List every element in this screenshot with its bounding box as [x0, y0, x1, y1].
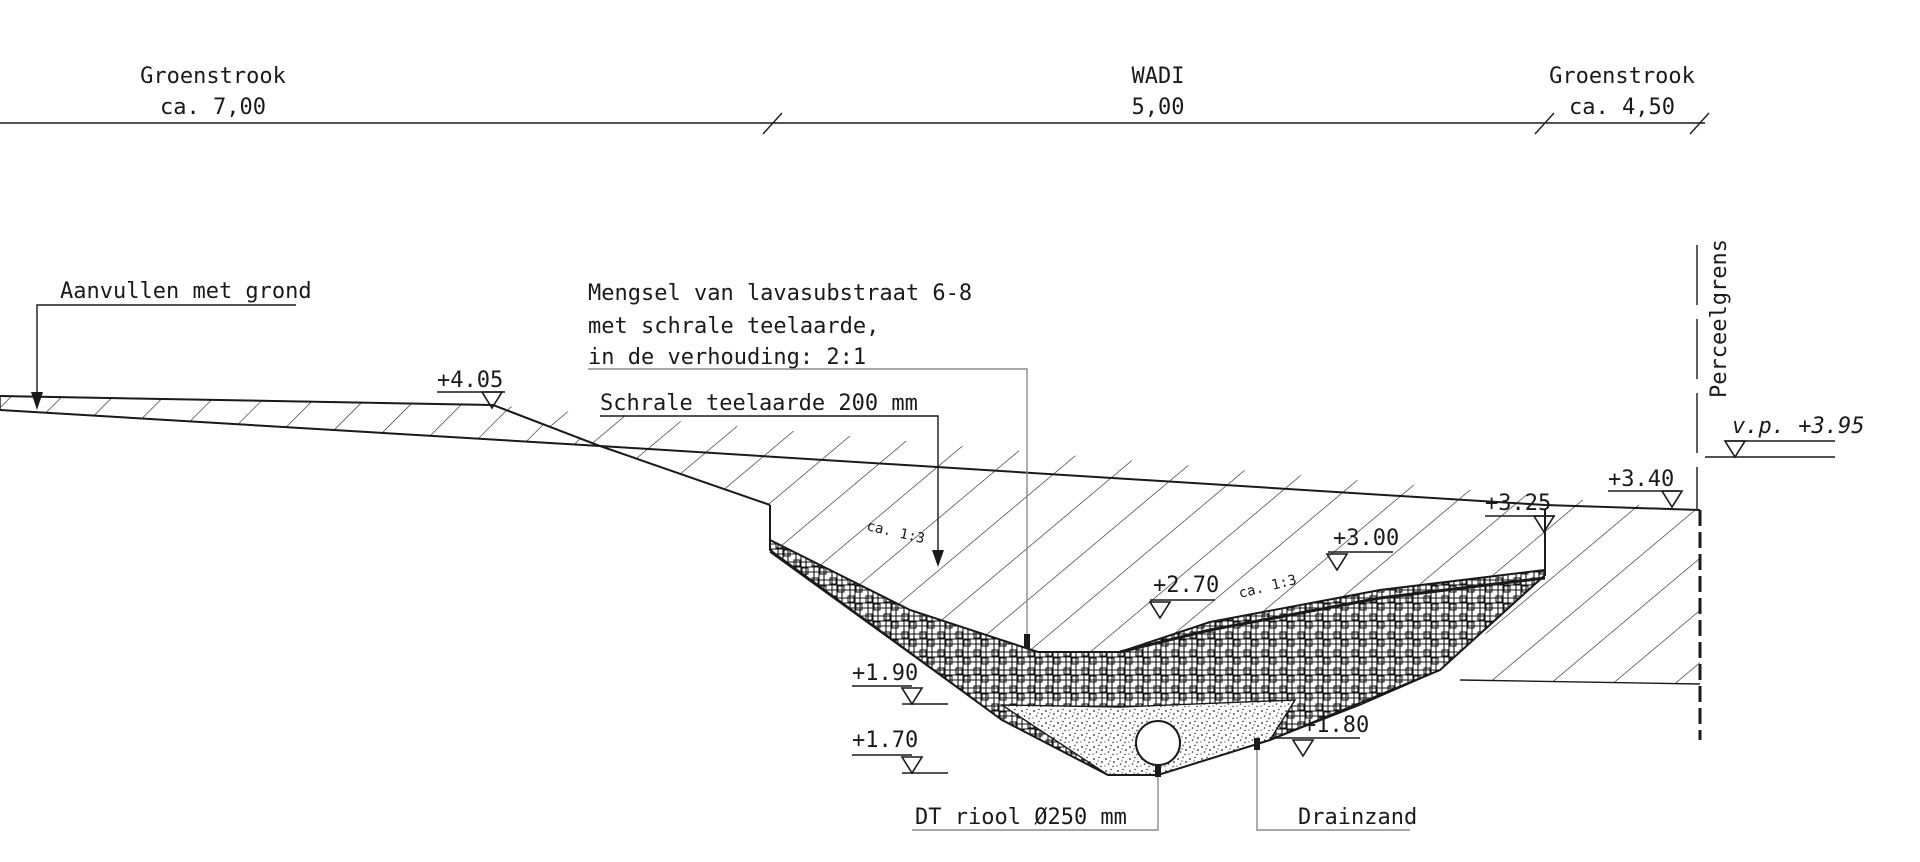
ground-surface-left [0, 395, 771, 506]
annotation-topsoil: Schrale teelaarde 200 mm [600, 391, 944, 567]
level-triangle-icon [1148, 601, 1172, 620]
level-marker-vp: v.p. +3.95 [1705, 414, 1864, 459]
sewer-leader [912, 765, 1159, 831]
fill-soil-right [1460, 510, 1700, 684]
sewer-leader-marker [1155, 765, 1161, 777]
level-marker-170: +1.70 [852, 728, 948, 775]
level-triangle-icon [480, 391, 504, 410]
level-270-label: +2.70 [1153, 573, 1219, 598]
dimension-left-name: Groenstrook [140, 64, 286, 89]
level-triangle-icon [1723, 440, 1747, 459]
dimension-line: Groenstrook ca. 7,00 WADI 5,00 Groenstro… [0, 64, 1710, 135]
right-body-bottom [1459, 679, 1701, 685]
level-340-label: +3.40 [1608, 467, 1674, 492]
topsoil-leader [600, 415, 939, 560]
level-triangle-icon [1325, 553, 1349, 572]
mixture-line-2: met schrale teelaarde, [588, 314, 879, 339]
arrow-icon [932, 550, 944, 567]
dimension-middle-name: WADI [1132, 64, 1185, 89]
level-marker-300: +3.00 [1325, 526, 1399, 572]
level-triangle-icon [900, 756, 924, 775]
mixture-leader-marker [1024, 634, 1030, 648]
sewer-label: DT riool Ø250 mm [915, 805, 1127, 830]
annotation-fill-with-soil: Aanvullen met grond [31, 279, 312, 410]
ground-surface-lower-left [0, 409, 601, 447]
property-boundary-label: Perceelgrens [1707, 239, 1732, 398]
dimension-right-value: ca. 4,50 [1569, 95, 1675, 120]
lava-top-line [1119, 576, 1546, 654]
level-vp-label: v.p. +3.95 [1732, 414, 1864, 439]
dimension-left-value: ca. 7,00 [160, 95, 266, 120]
dimension-right-name: Groenstrook [1549, 64, 1695, 89]
ground-surface-right [599, 445, 1701, 511]
level-405-label: +4.05 [437, 368, 503, 393]
level-325-label: +3.25 [1485, 491, 1551, 516]
level-170-label: +1.70 [852, 728, 918, 753]
drain-sand-leader-marker [1254, 738, 1260, 750]
mixture-line-1: Mengsel van lavasubstraat 6-8 [588, 281, 972, 306]
level-180-label: +1.80 [1303, 713, 1369, 738]
topsoil-bottom-line [769, 551, 1003, 721]
drain-sand-label: Drainzand [1298, 805, 1417, 830]
arrow-icon [31, 392, 43, 410]
annotation-drain-sand: Drainzand [1254, 738, 1417, 831]
mixture-line-3: in de verhouding: 2:1 [588, 345, 866, 370]
level-marker-270: +2.70 [1148, 573, 1219, 620]
property-boundary: Perceelgrens [1696, 239, 1732, 740]
dimension-tick-left [762, 112, 783, 135]
dimension-tick-middle [1534, 112, 1555, 135]
fill-soil-left [0, 395, 601, 447]
topsoil-label: Schrale teelaarde 200 mm [600, 391, 918, 416]
mixture-leader [588, 368, 1028, 648]
fill-with-soil-label: Aanvullen met grond [60, 279, 312, 304]
level-marker-340: +3.40 [1608, 467, 1684, 509]
dimension-tick-right [1689, 112, 1710, 135]
level-marker-405: +4.05 [437, 368, 505, 410]
level-marker-180: +1.80 [1270, 713, 1369, 758]
dimension-middle-value: 5,00 [1132, 95, 1185, 120]
annotation-sewer: DT riool Ø250 mm [912, 765, 1161, 831]
level-triangle-icon [1532, 515, 1556, 534]
sewer-pipe-icon [1135, 720, 1181, 766]
level-300-label: +3.00 [1333, 526, 1399, 551]
level-triangle-icon [900, 687, 924, 706]
level-triangle-icon [1660, 490, 1684, 509]
level-190-label: +1.90 [852, 661, 918, 686]
level-triangle-icon [1291, 739, 1315, 758]
level-marker-190: +1.90 [852, 661, 948, 706]
fill-with-soil-leader [36, 304, 296, 402]
annotation-lava-mixture: Mengsel van lavasubstraat 6-8 met schral… [588, 281, 1030, 648]
level-marker-325: +3.25 [1485, 491, 1556, 534]
fill-soil-main [493, 405, 1700, 652]
drain-sand-leader [1256, 740, 1410, 831]
